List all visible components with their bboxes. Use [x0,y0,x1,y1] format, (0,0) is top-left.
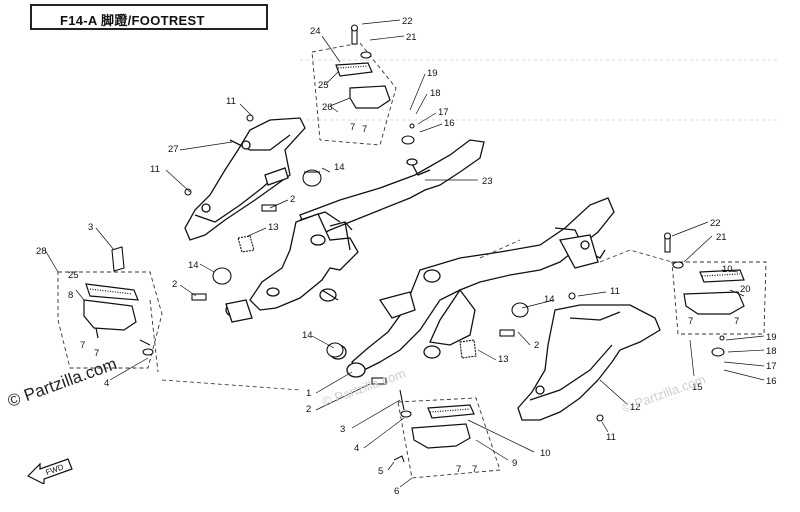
callout-21: 21 [716,232,727,243]
footpeg-lower [411,404,475,449]
callout-17: 17 [766,361,777,372]
callout-2: 2 [172,279,177,290]
callout-22: 22 [402,16,413,27]
callout-7: 7 [94,348,99,359]
callout-13: 13 [268,222,279,233]
callout-7: 7 [80,340,85,351]
callout-24: 24 [310,26,321,37]
callout-26: 26 [322,102,333,113]
hardware [111,24,725,463]
diagram-title: F14-A 脚蹬/FOOTREST [60,13,205,28]
callout-labels: 22 21 24 25 26 7 7 19 18 17 16 11 27 11 … [36,16,777,497]
callout-4: 4 [104,378,109,389]
callout-16: 16 [444,118,455,129]
callout-22: 22 [710,218,721,229]
callout-19: 19 [766,332,777,343]
callout-12: 12 [630,402,641,413]
callout-23: 23 [482,176,493,187]
callout-5: 5 [378,466,383,477]
callout-9: 9 [512,458,517,469]
callout-2: 2 [290,194,295,205]
callout-4: 4 [354,443,359,454]
callout-18: 18 [766,346,777,357]
group-outlines [57,42,767,479]
callout-25: 25 [318,80,329,91]
callout-10: 10 [722,264,733,275]
callout-2: 2 [306,404,311,415]
center-left-bracket [225,213,359,323]
callout-3: 3 [88,222,93,233]
faint-watermark-layer [300,59,780,121]
callout-28: 28 [36,246,47,257]
callout-20: 20 [740,284,751,295]
left-peg-group [57,271,163,369]
callout-2: 2 [534,340,539,351]
callout-7: 7 [734,316,739,327]
callout-3: 3 [340,424,345,435]
callout-17: 17 [438,107,449,118]
callout-15: 15 [692,382,703,393]
callout-27: 27 [168,144,179,155]
callout-10: 10 [540,448,551,459]
right-peg-group [671,261,767,335]
callout-13: 13 [498,354,509,365]
callout-14: 14 [334,162,345,173]
upper-right-peg-group [311,42,397,146]
fwd-arrow-icon: FWD [26,458,73,484]
callout-18: 18 [430,88,441,99]
footpeg-left [83,283,139,339]
callout-6: 6 [394,486,399,497]
callout-14: 14 [188,260,199,271]
callout-7: 7 [362,124,367,135]
right-passenger-bracket [517,304,661,421]
callout-7: 7 [456,464,461,475]
callout-11: 11 [150,164,160,175]
callout-1: 1 [306,388,311,399]
callout-21: 21 [406,32,417,43]
footpeg-upper [335,62,391,109]
callout-8: 8 [68,290,73,301]
callout-14: 14 [302,330,313,341]
callout-19: 19 [427,68,438,79]
leader-lines [44,19,765,488]
diagram-title-box: F14-A 脚蹬/FOOTREST [30,4,268,30]
callout-7: 7 [688,316,693,327]
left-passenger-bracket [184,117,306,241]
assembly-links [161,239,673,391]
callout-11: 11 [226,96,236,107]
callout-11: 11 [610,286,620,297]
callout-7: 7 [350,122,355,133]
callout-7: 7 [472,464,477,475]
lower-peg-group [397,397,501,479]
callout-16: 16 [766,376,777,387]
callout-25: 25 [68,270,79,281]
callout-14: 14 [544,294,555,305]
footpeg-right [683,269,745,315]
upper-frame-arm [299,139,485,241]
callout-11: 11 [606,432,616,443]
